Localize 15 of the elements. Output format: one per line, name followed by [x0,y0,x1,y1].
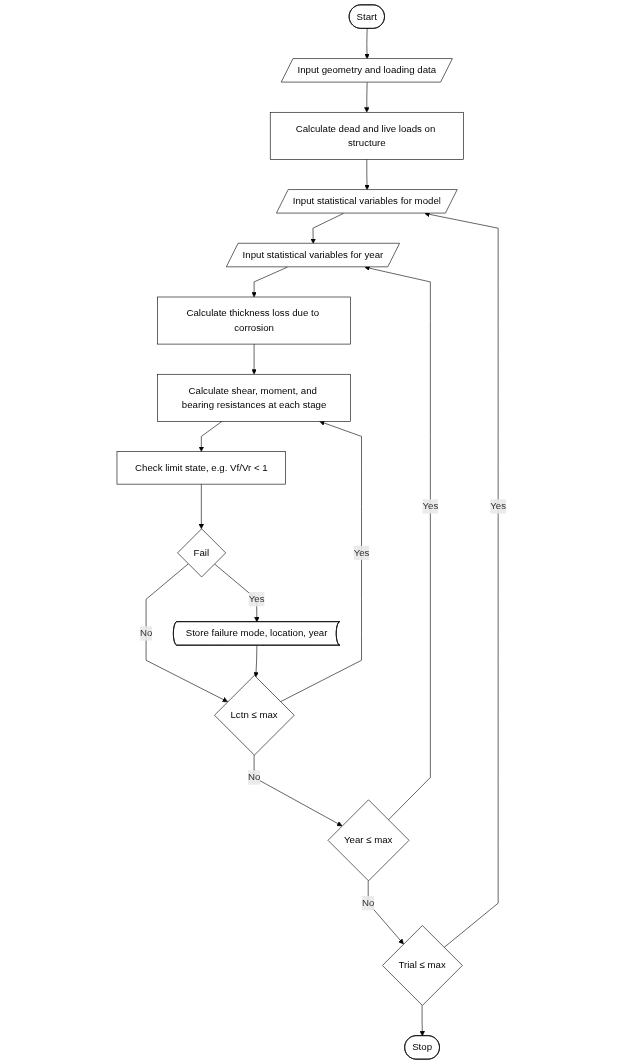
edge-label: Yes [490,501,507,512]
node-diamond: Fail [177,528,226,578]
edge-label: Yes [353,547,370,558]
edge-label: Yes [248,593,265,605]
edge-label: No [247,772,261,783]
edge-label: No [139,627,153,639]
node-box: Calculate dead and live loads on structure [269,112,464,160]
edge-label: Yes [422,501,439,512]
node-box: Check limit state, e.g. Vf/Vr < 1 [116,451,286,485]
node-diamond: Year ≤ max [327,799,410,882]
node-diamond: Lctn ≤ max [214,675,295,756]
node-box: Calculate shear, moment, and bearing resistances at each stage [157,373,351,422]
edge-label: No [362,897,375,908]
node-diamond: Trial ≤ max [382,925,463,1006]
node-box: Calculate thickness loss due to corrosion [157,296,351,345]
